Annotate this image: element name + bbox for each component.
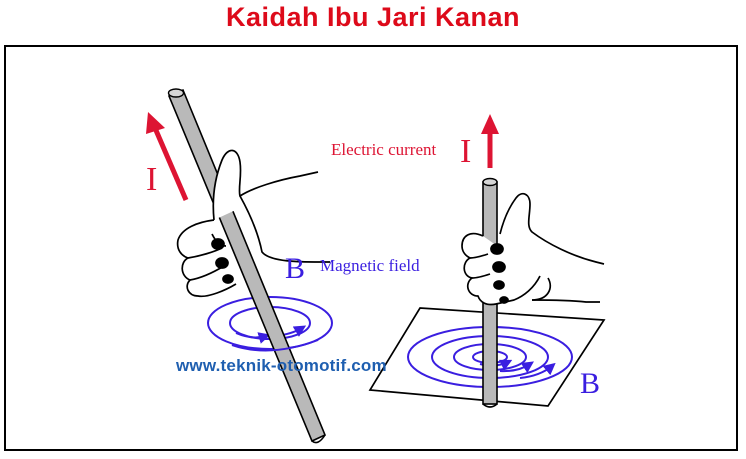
magnetic-field-label: Magnetic field <box>320 256 420 275</box>
right-figure: Electric current I <box>331 114 606 408</box>
current-arrow-left <box>146 112 189 201</box>
page-title: Kaidah Ibu Jari Kanan <box>225 2 521 32</box>
hand-left <box>176 149 330 298</box>
current-arrow-right <box>481 114 499 168</box>
conductor-left <box>167 88 327 444</box>
field-symbol-left: B <box>285 252 305 285</box>
current-symbol-right: I <box>460 133 471 170</box>
watermark-url: www.teknik-otomotif.com <box>176 356 387 375</box>
field-line-front-left <box>231 339 319 352</box>
field-symbol-right: B <box>580 367 600 400</box>
hand-right <box>461 192 605 306</box>
diagram-frame <box>4 45 738 451</box>
electric-current-label: Electric current <box>331 140 437 159</box>
current-symbol-left: I <box>146 161 157 198</box>
left-figure: I <box>146 88 420 444</box>
